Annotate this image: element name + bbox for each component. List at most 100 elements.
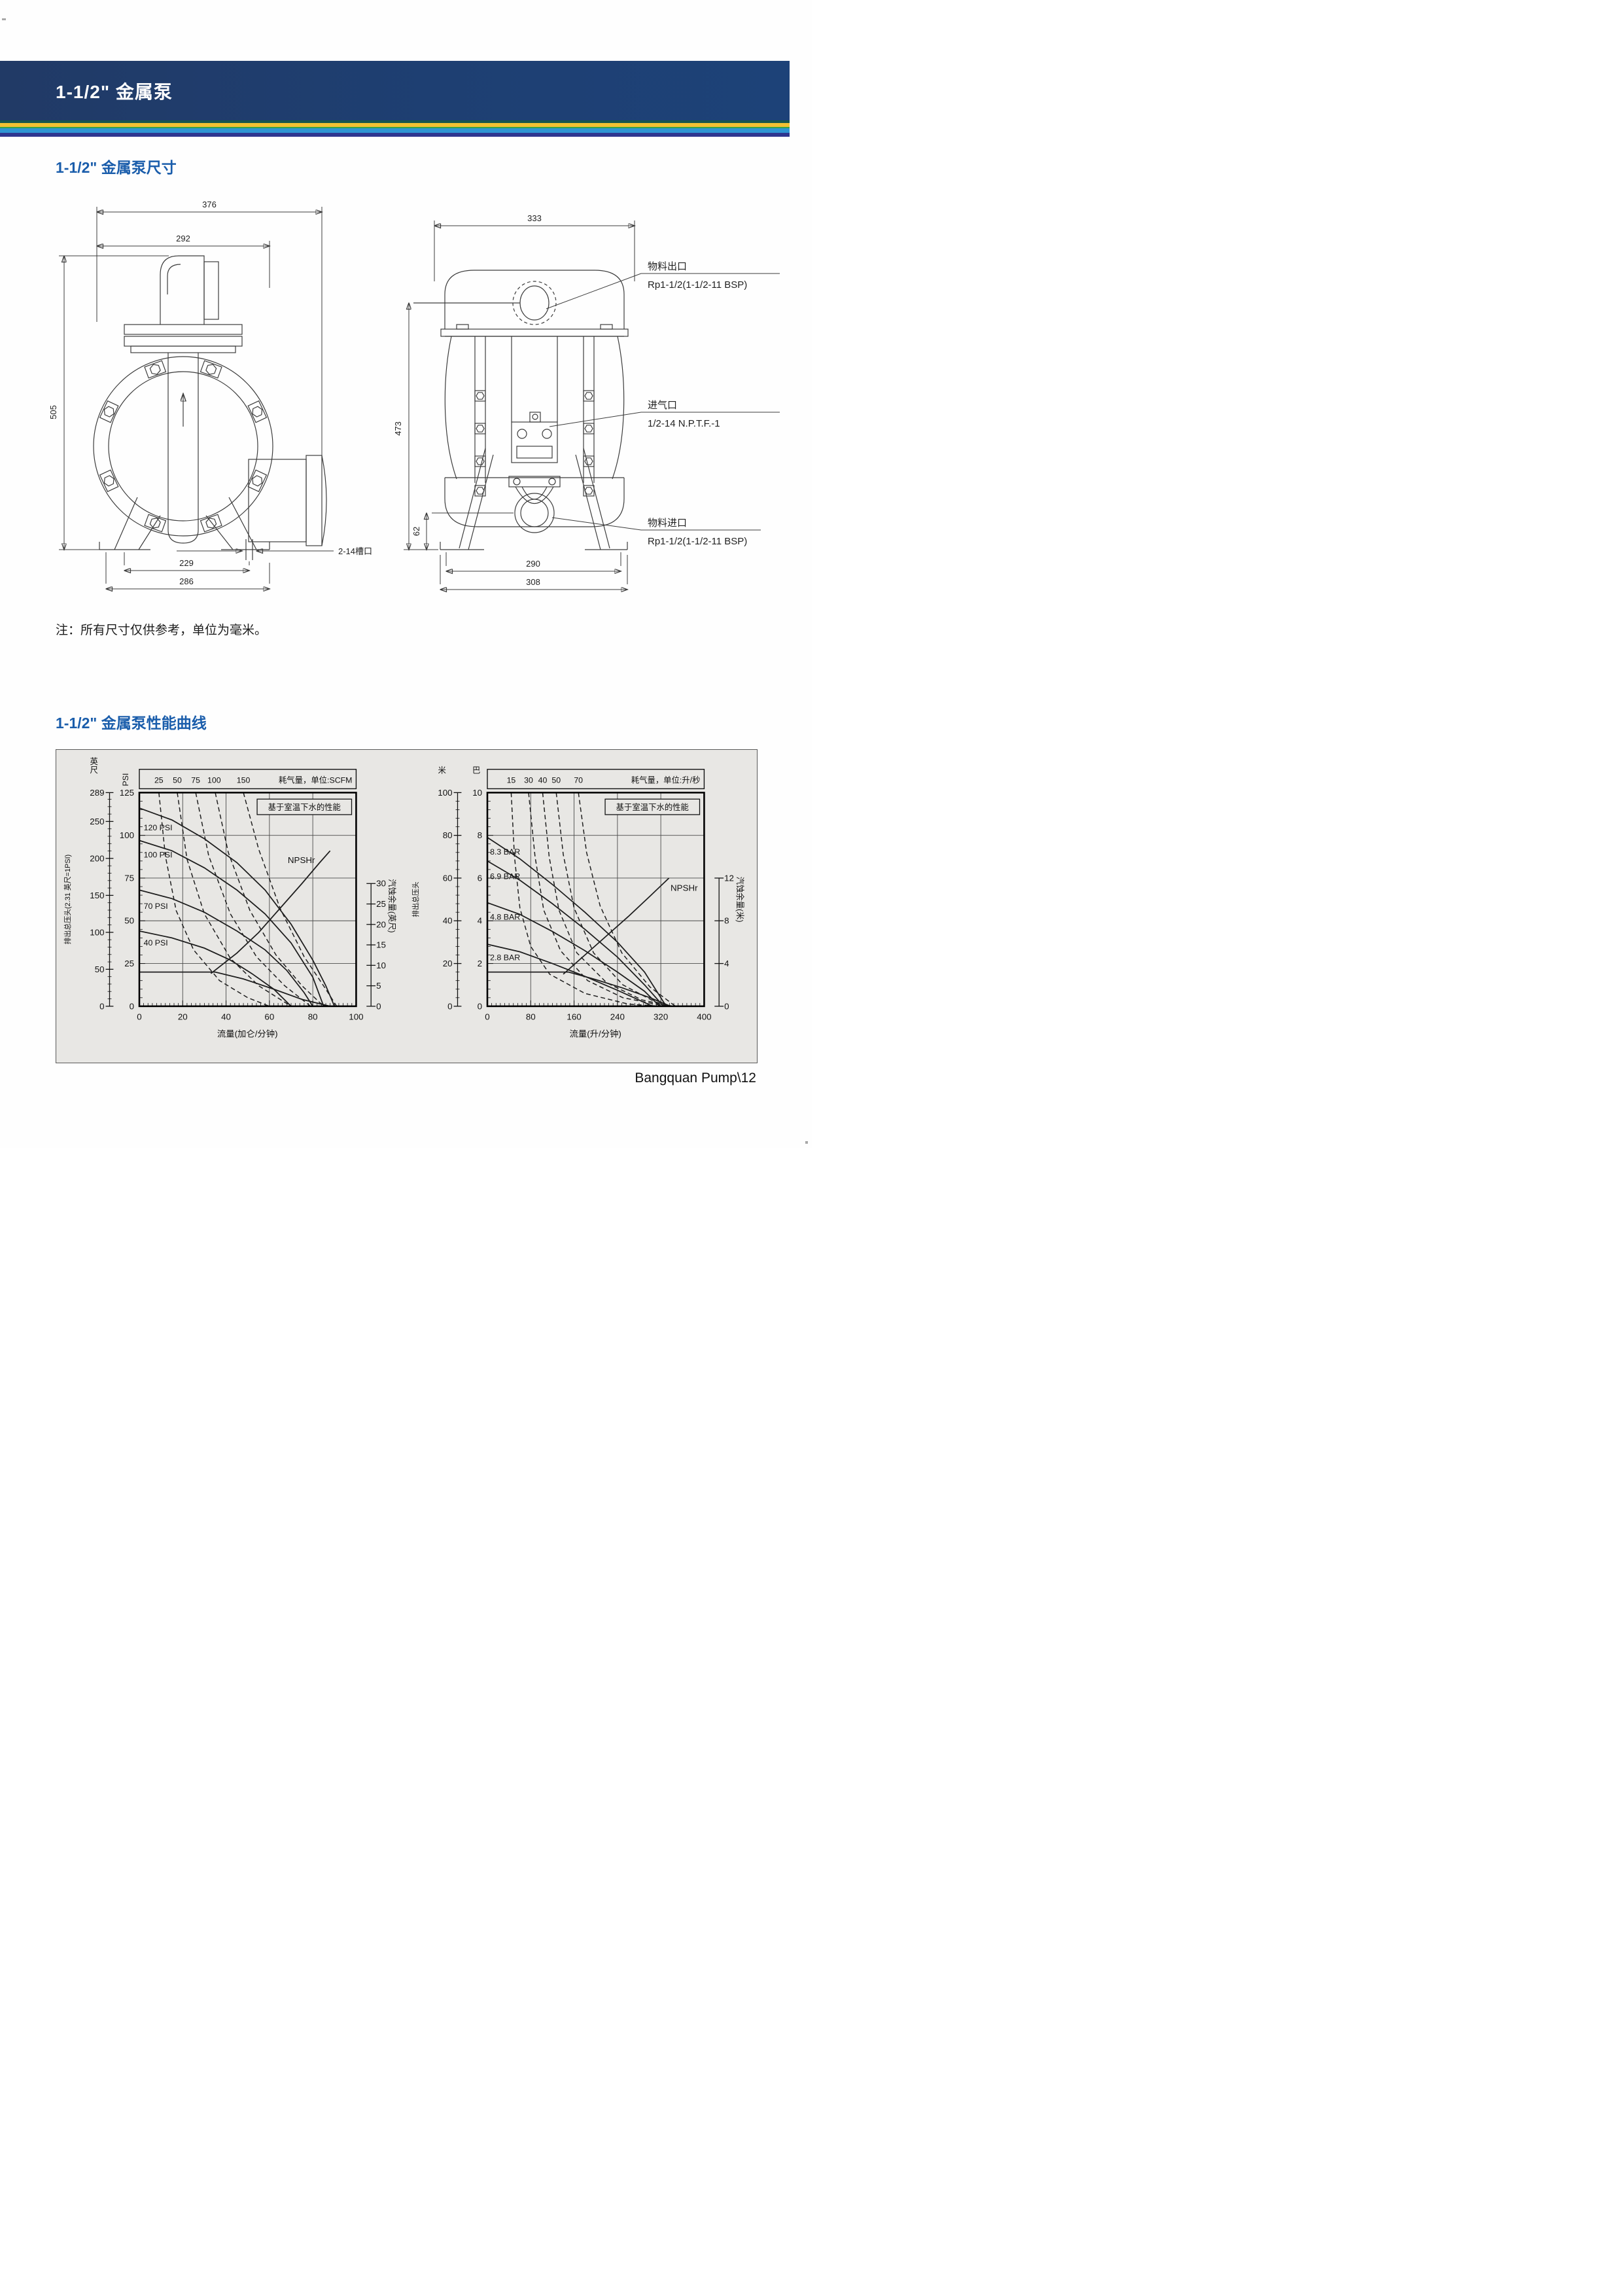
inner-y-label: 125: [120, 788, 134, 798]
section-title-dimensions: 1-1/2" 金属泵尺寸: [56, 159, 177, 176]
dimension-drawings: 376 292 505: [48, 200, 780, 622]
air-curve-15-l-s: [510, 792, 661, 1007]
x-tick-label: 400: [697, 1012, 711, 1022]
npsh-label: 8: [724, 916, 729, 926]
page-footer: Bangquan Pump\12: [635, 1070, 756, 1086]
air-tick-label: 40: [538, 776, 548, 785]
dim-376: 376: [202, 200, 217, 209]
housing-bolts: [474, 390, 595, 497]
scan-artifact-top-left: [2, 18, 6, 20]
outer-y-label: 80: [443, 830, 453, 840]
air-curve-25-scfm: [158, 792, 270, 1007]
right-axis-label: 汽蚀余量(米): [735, 877, 745, 923]
dim-286: 286: [179, 576, 194, 586]
inlet-port-outer: [514, 493, 555, 533]
outer-y-label: 0: [447, 1001, 452, 1011]
perf-curve-120-psi: [139, 807, 336, 1007]
inner-y-label: 10: [472, 788, 482, 798]
perf-curve-low-pressure: [487, 971, 671, 1007]
plot-border: [138, 792, 357, 1008]
outer-y-label: 60: [443, 873, 453, 883]
outlet-annotation-spec: Rp1-1/2(1-1/2-11 BSP): [648, 279, 747, 291]
npsh-label: 25: [376, 899, 386, 909]
outer-y-label: 250: [90, 817, 104, 826]
npsh-label: 0: [724, 1001, 729, 1011]
x-tick-label: 60: [264, 1012, 274, 1022]
npsh-label: 12: [724, 873, 734, 883]
dim-62: 62: [411, 527, 421, 536]
dim-333: 333: [527, 213, 542, 223]
npshr-curve: [210, 850, 331, 974]
outer-axis-unit: 英尺: [90, 757, 98, 775]
dim-505: 505: [48, 405, 58, 419]
inner-y-label: 2: [478, 959, 482, 968]
inner-y-label: 50: [124, 916, 134, 926]
page-title: 1-1/2" 金属泵: [56, 81, 173, 102]
inner-y-label: 75: [124, 873, 134, 883]
air-tick-label: 25: [154, 776, 164, 785]
flange-plate-2: [124, 336, 243, 347]
air-curve-100-scfm: [215, 792, 324, 1007]
dim-308: 308: [526, 577, 540, 587]
perf-curve-4.8-bar: [487, 902, 661, 1007]
inner-y-label: 8: [478, 830, 482, 840]
dim-290: 290: [526, 559, 540, 569]
muffler-cap-arc: [321, 455, 327, 546]
outer-y-label: 40: [443, 916, 453, 926]
stripe-lightblue: [0, 128, 790, 133]
right-axis-label: 汽蚀余量(英尺): [387, 879, 397, 932]
npsh-label: 4: [724, 959, 729, 968]
dim-229: 229: [179, 558, 194, 568]
yoke-bracket: [508, 476, 561, 487]
air-curve-50-l-s: [555, 792, 673, 1007]
outlet-bracket: [203, 261, 219, 320]
air-curve-150-scfm: [243, 792, 338, 1007]
air-valve: [511, 421, 558, 463]
clamp-ring-inner: [108, 371, 258, 521]
npsh-label: 30: [376, 879, 386, 889]
slot-label: 2-14槽口: [338, 546, 372, 556]
x-tick-label: 80: [526, 1012, 536, 1022]
top-flange: [440, 328, 629, 337]
pump-front-view: 333: [393, 213, 780, 590]
npshr-label: NPSHr: [671, 883, 698, 893]
clamp-ring-outer: [93, 356, 273, 537]
outer-y-label: 100: [438, 788, 452, 798]
air-tick-label: 50: [551, 776, 561, 785]
stripe-yellow: [0, 123, 790, 127]
top-cap: [444, 270, 625, 329]
air-tick-label: 150: [237, 776, 251, 785]
dim-292: 292: [176, 234, 190, 243]
note-box: [604, 798, 701, 815]
air-tick-label: 50: [173, 776, 182, 785]
left-axis-label: 排出总压头(2.31 英尺=1PSI): [63, 855, 72, 944]
stripe-indigo: [0, 133, 790, 137]
outer-axis-unit: 米: [438, 766, 446, 775]
air-curve-40-l-s: [542, 792, 671, 1007]
air-inlet-annotation-label: 进气口: [648, 400, 677, 411]
air-inlet-annotation-spec: 1/2-14 N.P.T.F.-1: [648, 418, 720, 429]
x-axis-label: 流量(加仑/分钟): [217, 1028, 278, 1038]
outer-y-label: 289: [90, 788, 104, 798]
x-tick-label: 0: [485, 1012, 489, 1022]
outlet-annotation-label: 物料出口: [648, 261, 687, 272]
npsh-label: 0: [376, 1001, 381, 1011]
inner-y-label: 4: [478, 916, 483, 926]
perf-curve-100-psi: [139, 839, 324, 1007]
outer-y-label: 200: [90, 853, 104, 863]
x-tick-label: 160: [567, 1012, 581, 1022]
inner-y-label: 0: [130, 1001, 134, 1011]
air-consumption-title: 耗气量，单位:升/秒: [631, 775, 701, 785]
air-tick-label: 30: [524, 776, 533, 785]
x-tick-label: 40: [221, 1012, 231, 1022]
pump-side-view: 376 292 505: [48, 200, 372, 589]
outlet-elbow: [160, 255, 205, 325]
curve-label: 120 PSI: [144, 823, 173, 832]
stripe-teal: [0, 120, 790, 123]
left-axis-label: 排出总压头: [411, 881, 420, 917]
bottom-cap: [444, 478, 625, 527]
outer-y-label: 100: [90, 927, 104, 937]
air-tick-label: 100: [207, 776, 221, 785]
